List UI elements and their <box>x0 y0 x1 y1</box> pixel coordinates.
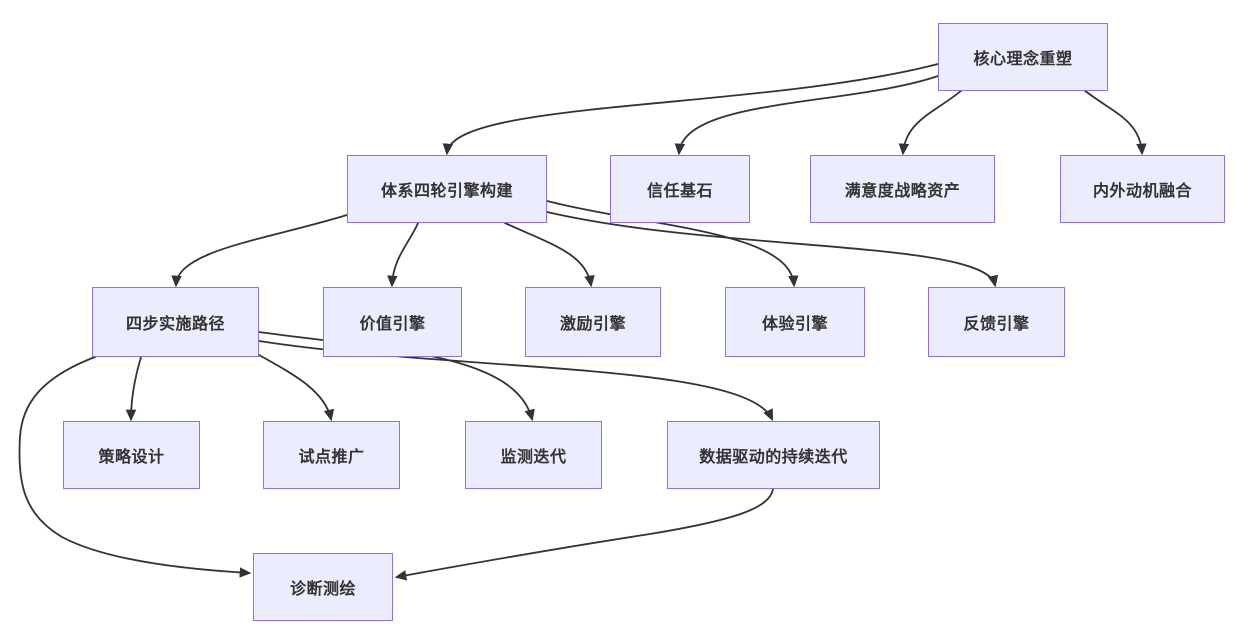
node-value-engine: 价值引擎 <box>323 287 462 357</box>
node-label: 试点推广 <box>298 449 365 466</box>
edge-core-to-satisfaction-asset <box>898 89 963 156</box>
node-label: 信任基石 <box>646 183 713 200</box>
edge-data-driven-to-diagnosis-mapping <box>394 488 774 581</box>
node-data-driven-continuous-iteration: 数据驱动的持续迭代 <box>667 421 880 489</box>
edge-core-to-trust <box>674 75 939 156</box>
edge-core-to-motivation-fusion <box>1083 89 1147 156</box>
node-label: 核心理念重塑 <box>973 51 1073 68</box>
node-label: 激励引擎 <box>559 316 626 333</box>
edge-system-to-experience-engine <box>546 200 799 288</box>
node-internal-external-motivation-fusion: 内外动机融合 <box>1060 155 1225 223</box>
node-experience-engine: 体验引擎 <box>725 287 865 357</box>
node-four-step-implementation-path: 四步实施路径 <box>92 287 259 357</box>
node-four-wheel-engine-system: 体系四轮引擎构建 <box>347 155 547 223</box>
node-core-concept-reshape: 核心理念重塑 <box>938 23 1108 91</box>
node-label: 数据驱动的持续迭代 <box>699 449 848 466</box>
node-label: 策略设计 <box>98 449 165 466</box>
node-incentive-engine: 激励引擎 <box>525 287 661 357</box>
node-strategy-design: 策略设计 <box>63 421 200 489</box>
node-satisfaction-strategic-asset: 满意度战略资产 <box>810 155 995 223</box>
edge-path-to-pilot-rollout <box>258 354 335 422</box>
edge-system-to-value-engine <box>387 222 419 288</box>
edge-path-to-strategy-design <box>125 356 142 422</box>
node-trust-cornerstone: 信任基石 <box>610 155 750 223</box>
edge-path-to-diagnosis-mapping <box>18 356 252 578</box>
node-label: 内外动机融合 <box>1092 183 1192 200</box>
node-label: 监测迭代 <box>500 449 567 466</box>
node-diagnosis-mapping: 诊断测绘 <box>253 553 393 621</box>
node-feedback-engine: 反馈引擎 <box>928 287 1065 357</box>
edge-core-to-engine-system <box>442 63 939 156</box>
edge-system-to-feedback-engine <box>546 211 999 288</box>
node-label: 反馈引擎 <box>963 316 1030 333</box>
node-label: 价值引擎 <box>359 316 426 333</box>
node-label: 四步实施路径 <box>125 316 225 333</box>
edge-system-to-implementation-path <box>171 214 348 288</box>
node-monitor-iterate: 监测迭代 <box>465 421 602 489</box>
node-pilot-rollout: 试点推广 <box>263 421 400 489</box>
node-label: 体系四轮引擎构建 <box>380 183 513 200</box>
node-label: 满意度战略资产 <box>844 183 961 200</box>
node-label: 诊断测绘 <box>289 581 356 598</box>
node-label: 体验引擎 <box>761 316 828 333</box>
edge-system-to-incentive-engine <box>504 222 595 288</box>
